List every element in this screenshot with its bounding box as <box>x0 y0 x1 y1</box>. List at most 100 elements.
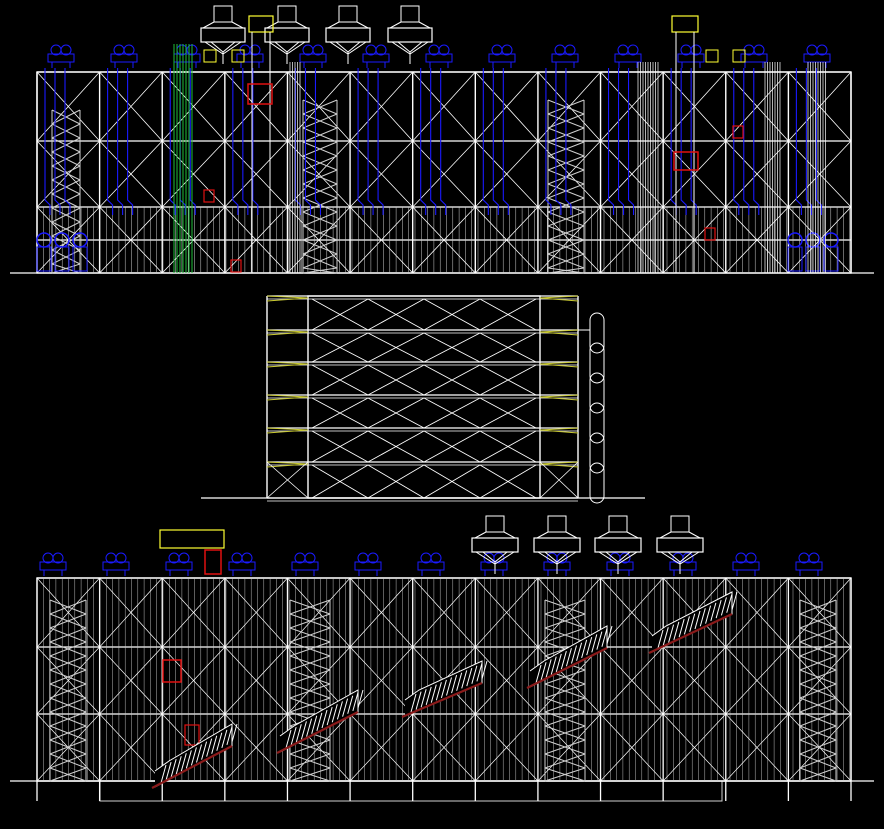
duct-coil <box>682 552 694 564</box>
escalator-rib <box>565 648 572 667</box>
escalator-rib <box>456 672 463 691</box>
duct-base <box>72 246 88 272</box>
duct-riser <box>627 68 635 215</box>
vent-cap <box>485 515 505 533</box>
escalator-rib <box>540 662 547 681</box>
escalator-rib <box>689 613 696 632</box>
escalator-rib <box>206 738 213 757</box>
duct-unit <box>110 44 138 68</box>
duct-riser <box>294 68 302 215</box>
duct-unit <box>551 44 579 68</box>
duct-box <box>236 53 264 63</box>
duct-unit <box>677 44 705 68</box>
x-brace <box>788 577 852 648</box>
escalator-rib <box>226 726 233 746</box>
x-brace <box>349 577 413 648</box>
escalator-rib <box>420 689 427 708</box>
duct-box <box>606 561 634 571</box>
duct-riser <box>357 68 364 215</box>
truss-web <box>479 480 537 499</box>
duct-box <box>488 53 516 63</box>
tower-brace <box>51 221 81 237</box>
red-element <box>203 189 215 203</box>
escalator-rib <box>165 761 172 781</box>
duct-box <box>614 53 642 63</box>
duct-riser <box>54 68 61 215</box>
x-brace <box>287 140 351 208</box>
escalator-rail <box>526 647 608 689</box>
x-brace <box>36 71 100 142</box>
tower-brace <box>49 613 87 629</box>
x-brace <box>287 206 351 274</box>
escalator-rib <box>705 605 712 624</box>
escalator-rail <box>648 613 733 654</box>
truss-web <box>367 346 425 363</box>
truss-web <box>479 313 537 331</box>
duct-box <box>677 53 705 63</box>
tower-brace <box>544 627 586 643</box>
x-brace <box>99 140 163 208</box>
yellow-box-small <box>231 49 245 63</box>
escalator-rib <box>357 689 364 709</box>
lower-elevation <box>10 515 874 802</box>
escalator-rib <box>211 735 218 754</box>
tower-brace <box>289 669 331 685</box>
tower-brace <box>302 253 338 269</box>
x-brace <box>475 71 539 142</box>
escalator-rib <box>596 631 603 650</box>
x-brace <box>475 713 539 782</box>
tower-brace <box>51 179 81 195</box>
tower-brace <box>289 613 331 629</box>
x-brace <box>725 713 789 782</box>
tower-brace <box>547 239 585 255</box>
tower-brace <box>799 767 837 782</box>
duct-unit <box>299 44 327 68</box>
tower-brace <box>547 225 585 241</box>
duct-coil <box>304 552 316 564</box>
tower-brace <box>799 641 837 657</box>
x-brace <box>539 461 579 499</box>
duct-unit <box>740 44 768 68</box>
side-elevation <box>201 295 645 504</box>
tower-brace <box>302 169 338 185</box>
tower-brace <box>799 613 837 629</box>
vent-body <box>264 27 310 43</box>
yellow-box-small <box>732 49 746 63</box>
tower-brace <box>49 753 87 769</box>
duct-unit <box>795 552 823 576</box>
vent-strut <box>482 551 496 563</box>
duct-unit <box>732 552 760 576</box>
duct-riser <box>252 68 259 215</box>
x-brace <box>224 713 288 782</box>
escalator-rib <box>678 619 685 638</box>
x-brace <box>725 140 789 208</box>
tower-brace <box>544 669 586 685</box>
escalator-rib <box>673 621 680 640</box>
truss-web <box>311 313 369 331</box>
vent-body <box>533 537 581 553</box>
escalator-rib <box>683 616 690 635</box>
duct-riser <box>440 68 447 215</box>
truss-web <box>423 379 481 396</box>
truss-web <box>423 445 481 463</box>
escalator-rib <box>410 693 417 713</box>
side-duct <box>589 342 605 384</box>
side-duct <box>589 372 605 414</box>
truss-web <box>479 346 537 363</box>
truss-web <box>367 313 425 331</box>
duct-coil <box>438 44 450 56</box>
x-brace <box>725 646 789 715</box>
roof-vent <box>387 5 433 64</box>
yellow-box-small <box>203 49 217 63</box>
roof-vent <box>471 515 519 574</box>
lattice-tower <box>302 99 338 274</box>
x-brace <box>788 71 852 142</box>
red-element <box>732 125 744 139</box>
duct-box <box>354 561 382 571</box>
duct-riser <box>242 68 249 215</box>
tower-brace <box>799 599 837 615</box>
escalator-rib <box>160 764 167 784</box>
escalator-rib <box>710 602 717 621</box>
tower-brace <box>302 267 338 274</box>
